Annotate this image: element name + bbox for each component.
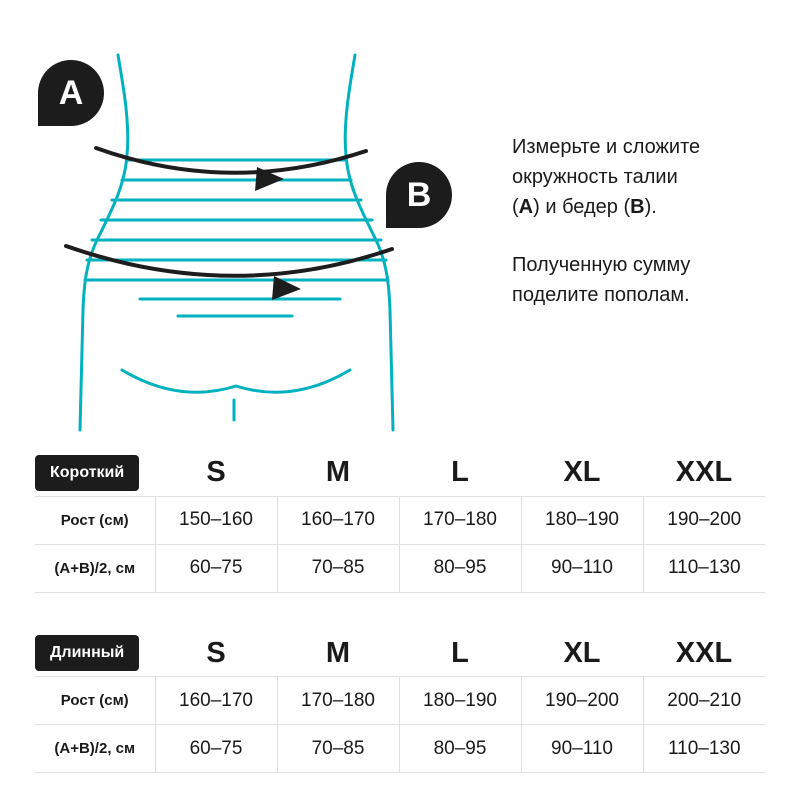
- size-header: XXL: [675, 636, 733, 669]
- text-line: (: [512, 196, 519, 218]
- table-cell: 180–190: [398, 676, 521, 725]
- table-cell: 60–75: [154, 543, 277, 593]
- table-cell: 190–200: [520, 676, 643, 725]
- table-cell: 90–110: [520, 543, 643, 593]
- badge-a: A: [38, 60, 104, 126]
- letter-a: А: [518, 196, 534, 218]
- size-table-short: Короткий S M L XL XXL Рост (см) 150–160 …: [35, 450, 765, 593]
- hip-arrow: [64, 244, 394, 278]
- table-row: (А+В)/2, см 60–75 70–85 80–95 90–110 110…: [35, 543, 765, 593]
- measurement-diagram: A B Измерьте и сложите окружность талии …: [38, 53, 774, 432]
- text-line: Полученную сумму: [512, 254, 691, 276]
- size-table-long: Длинный S M L XL XXL Рост (см) 160–170 1…: [35, 631, 765, 773]
- size-header: XXL: [675, 456, 733, 489]
- table-cell: 200–210: [642, 676, 765, 725]
- table-label-badge: Короткий: [35, 454, 140, 491]
- table-cell: 70–85: [276, 543, 399, 593]
- table-label-badge: Длинный: [35, 635, 140, 672]
- size-header: S: [206, 456, 226, 489]
- size-header: S: [206, 636, 226, 669]
- row-label: (А+В)/2, см: [35, 724, 155, 773]
- table-cell: 150–160: [154, 495, 277, 544]
- table-header-row: Короткий S M L XL XXL: [35, 450, 765, 496]
- brief-outline: [120, 368, 352, 422]
- table-cell: 110–130: [642, 724, 765, 773]
- text-line: ) и бедер (: [533, 196, 631, 218]
- letter-b: В: [630, 196, 645, 218]
- table-cell: 180–190: [520, 495, 643, 544]
- table-cell: 160–170: [276, 495, 399, 544]
- table-cell: 60–75: [154, 724, 277, 773]
- text-line: Измерьте и сложите: [512, 136, 701, 158]
- size-header: L: [451, 636, 469, 669]
- table-cell: 80–95: [398, 724, 521, 773]
- size-header: L: [451, 456, 469, 489]
- row-label: Рост (см): [35, 495, 155, 544]
- table-cell: 170–180: [398, 495, 521, 544]
- text-line: окружность талии: [512, 166, 678, 188]
- table-cell: 110–130: [642, 543, 765, 593]
- size-header: XL: [563, 636, 601, 669]
- instructions: Измерьте и сложите окружность талии (А) …: [512, 132, 774, 310]
- torso-outline: [78, 53, 395, 432]
- waist-arrowhead-icon: [255, 167, 284, 191]
- table-row: Рост (см) 150–160 160–170 170–180 180–19…: [35, 495, 765, 544]
- table-cell: 170–180: [276, 676, 399, 725]
- table-cell: 160–170: [154, 676, 277, 725]
- badge-b: B: [386, 162, 452, 228]
- waist-arrow: [94, 146, 368, 175]
- row-label: Рост (см): [35, 676, 155, 725]
- table-cell: 190–200: [642, 495, 765, 544]
- size-header: M: [325, 456, 351, 489]
- text-line: ).: [644, 196, 657, 218]
- garment-stripes: [83, 158, 390, 318]
- table-cell: 90–110: [520, 724, 643, 773]
- size-header: XL: [563, 456, 601, 489]
- instruction-paragraph-1: Измерьте и сложите окружность талии (А) …: [512, 132, 774, 222]
- table-row: Рост (см) 160–170 170–180 180–190 190–20…: [35, 676, 765, 725]
- table-cell: 80–95: [398, 543, 521, 593]
- text-line: поделите пополам.: [512, 284, 690, 306]
- body-illustration: [64, 53, 395, 432]
- size-header: M: [325, 636, 351, 669]
- table-header-row: Длинный S M L XL XXL: [35, 631, 765, 677]
- instruction-paragraph-2: Полученную сумму поделите пополам.: [512, 250, 774, 310]
- row-label: (А+В)/2, см: [35, 543, 155, 593]
- table-cell: 70–85: [276, 724, 399, 773]
- hip-arrowhead-icon: [272, 276, 301, 300]
- table-row: (А+В)/2, см 60–75 70–85 80–95 90–110 110…: [35, 724, 765, 773]
